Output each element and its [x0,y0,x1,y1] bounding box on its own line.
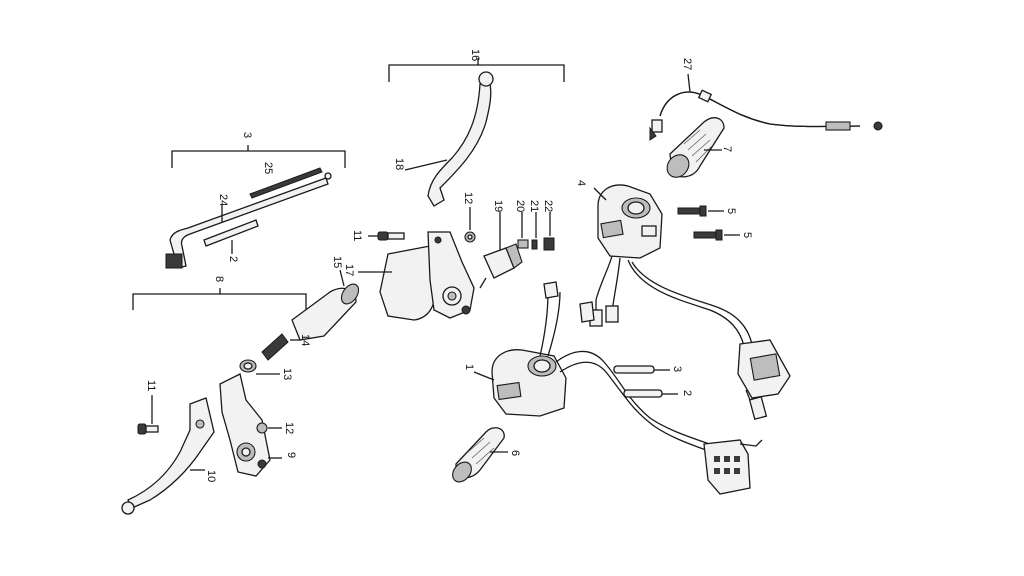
callout-24: 24 [217,194,229,206]
nut-12-upper [464,207,476,243]
callout-19: 19 [492,200,504,212]
washers-20-21-22 [517,212,555,251]
brake-lever-18 [404,71,494,207]
callout-1: 1 [463,364,475,370]
callout-20: 20 [514,200,526,212]
brake-switch-19 [479,212,523,289]
callout-3-top: 3 [241,132,253,138]
bolt-11-upper [368,231,405,241]
callout-2-small: 2 [227,256,239,262]
callout-12-upper: 12 [462,192,474,204]
callout-labels: 16 18 12 11 17 19 20 21 22 15 14 13 12 1… [145,49,753,482]
grip-6 [452,427,508,483]
bracket-8 [132,288,307,310]
boot-15 [291,269,360,341]
callout-18: 18 [393,158,405,170]
callout-4: 4 [575,180,587,186]
callout-5-lower: 5 [741,232,753,238]
callout-22: 22 [542,200,554,212]
bolt-11-lower [137,395,159,435]
clutch-lever-10 [121,397,215,515]
callout-13: 13 [281,368,293,380]
callout-25: 25 [262,162,274,174]
callout-3-lower: 3 [671,366,683,372]
connector-bottom [703,439,763,495]
clutch-bracket-9 [219,373,282,477]
screws-5 [677,205,740,241]
callout-9: 9 [285,452,297,458]
callout-15: 15 [331,256,343,268]
switch-housing-4 [589,184,753,347]
callout-16: 16 [469,49,481,61]
callout-21: 21 [528,200,540,212]
callout-14: 14 [299,334,311,346]
bracket-16 [388,58,565,82]
cable-27 [649,73,883,141]
callout-2: 2 [681,390,693,396]
cable-parts-24-25-2 [165,167,332,269]
grip-7 [666,117,725,178]
bushing-13 [239,359,280,375]
callout-7: 7 [721,146,733,152]
callout-12-lower: 12 [283,422,295,434]
callout-11-lower: 11 [145,380,157,391]
bracket-3-top [171,145,346,168]
callout-17: 17 [343,264,355,276]
callout-5-upper: 5 [725,208,737,214]
callout-8: 8 [213,276,225,282]
callout-10: 10 [205,470,217,482]
master-cylinder-17 [358,231,475,321]
connector-right [737,339,791,421]
callout-27: 27 [681,58,693,70]
switch-housing-1 [473,281,723,457]
nut-12-lower [256,422,282,434]
callout-6: 6 [509,450,521,456]
screws-3-2-lower [613,365,678,398]
adjuster-14 [261,333,300,361]
callout-11-upper: 11 [351,230,363,241]
